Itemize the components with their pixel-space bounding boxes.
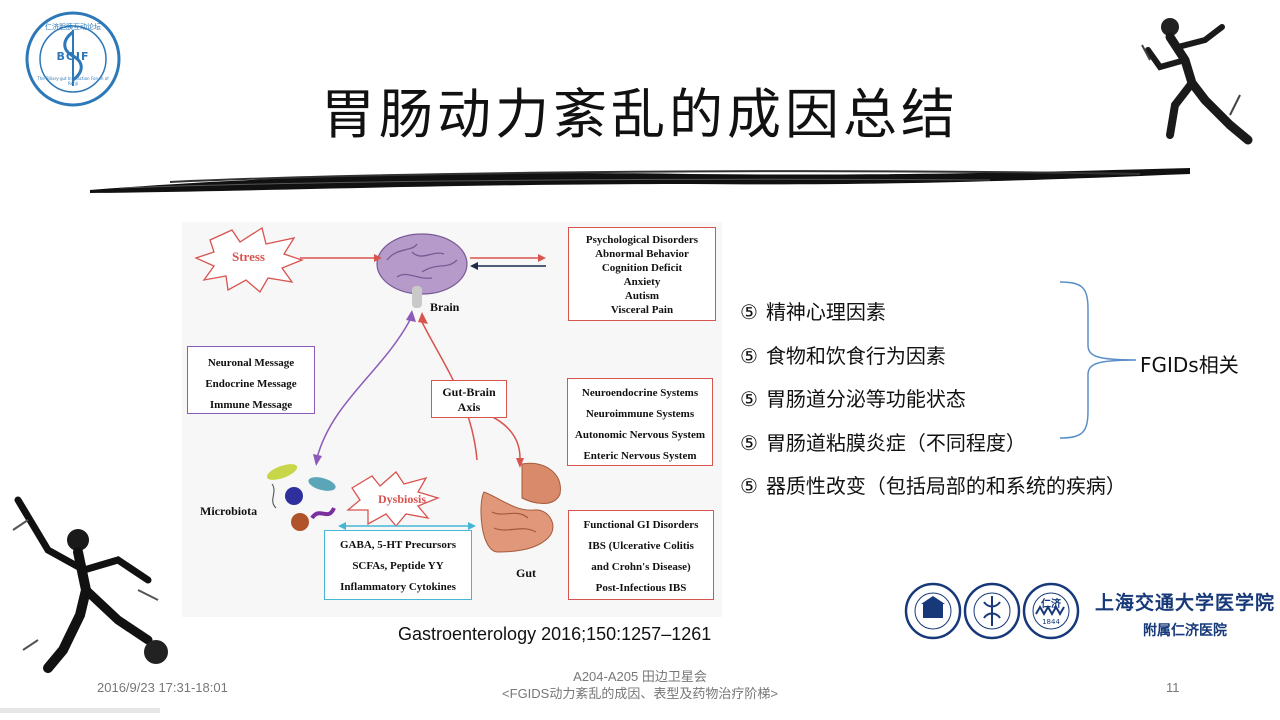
- runner-silhouette-icon: [1141, 18, 1253, 145]
- brain-label: Brain: [430, 300, 460, 314]
- psych-disorders-box: Psychological Disorders Abnormal Behavio…: [568, 227, 716, 321]
- slide-title: 胃肠动力紊乱的成因总结: [321, 83, 959, 146]
- dysbiosis-label: Dysbiosis: [378, 492, 427, 506]
- forum-logo-english: The Biliary-gut Interaction Forum of Ren…: [37, 76, 109, 86]
- brush-stroke-divider: [90, 168, 1190, 193]
- arrow-microbiota-brain: [316, 319, 411, 459]
- stress-starburst-icon: [194, 226, 304, 294]
- microbiota-label: Microbiota: [200, 504, 258, 518]
- fgids-label: FGIDs相关: [1140, 353, 1239, 377]
- university-logos: 仁济 1844: [904, 580, 1080, 642]
- university-seals-icon: [904, 582, 1080, 640]
- dysbiosis-starburst-icon: [346, 471, 440, 528]
- forum-logo-seal-icon: [25, 11, 121, 107]
- forum-logo: BGIF 仁济胆胰互动论坛 The Biliary-gut Interactio…: [24, 10, 122, 108]
- metabolites-box: GABA, 5-HT Precursors SCFAs, Peptide YY …: [324, 530, 472, 600]
- seal3-text: 仁济: [1041, 599, 1061, 610]
- gi-disorders-box: Functional GI Disorders IBS (Ulcerative …: [568, 510, 714, 600]
- footer-session: A204-A205 田边卫星会 <FGIDS动力紊乱的成因、表型及药物治疗阶梯>: [502, 669, 778, 701]
- forum-logo-name: 仁济胆胰互动论坛: [45, 23, 101, 31]
- message-box: Neuronal Message Endocrine Message Immun…: [187, 346, 315, 414]
- footer-datetime: 2016/9/23 17:31-18:01: [97, 680, 228, 695]
- footballer-silhouette-icon: [12, 496, 168, 673]
- stress-label: Stress: [232, 249, 265, 264]
- gut-brain-axis-figure: Stress Brain Psychological Disorders Abn…: [182, 222, 722, 617]
- nervous-systems-box: Neuroendocrine Systems Neuroimmune Syste…: [567, 378, 713, 466]
- forum-logo-initials: BGIF: [56, 50, 90, 63]
- brain-icon: [376, 233, 468, 308]
- curly-brace-icon: [1059, 281, 1137, 439]
- gut-label: Gut: [516, 566, 537, 580]
- microbiota-cluster-icon: [266, 464, 336, 531]
- seal3-year: 1844: [1042, 618, 1060, 626]
- hospital-name: 上海交通大学医学院 附属仁济医院: [1095, 592, 1276, 639]
- page-number: 11: [1166, 680, 1180, 695]
- citation: Gastroenterology 2016;150:1257–1261: [398, 624, 712, 644]
- bottom-strip: [0, 708, 160, 713]
- gut-brain-axis-box: Gut-Brain Axis: [431, 380, 507, 418]
- gut-icon: [480, 462, 561, 553]
